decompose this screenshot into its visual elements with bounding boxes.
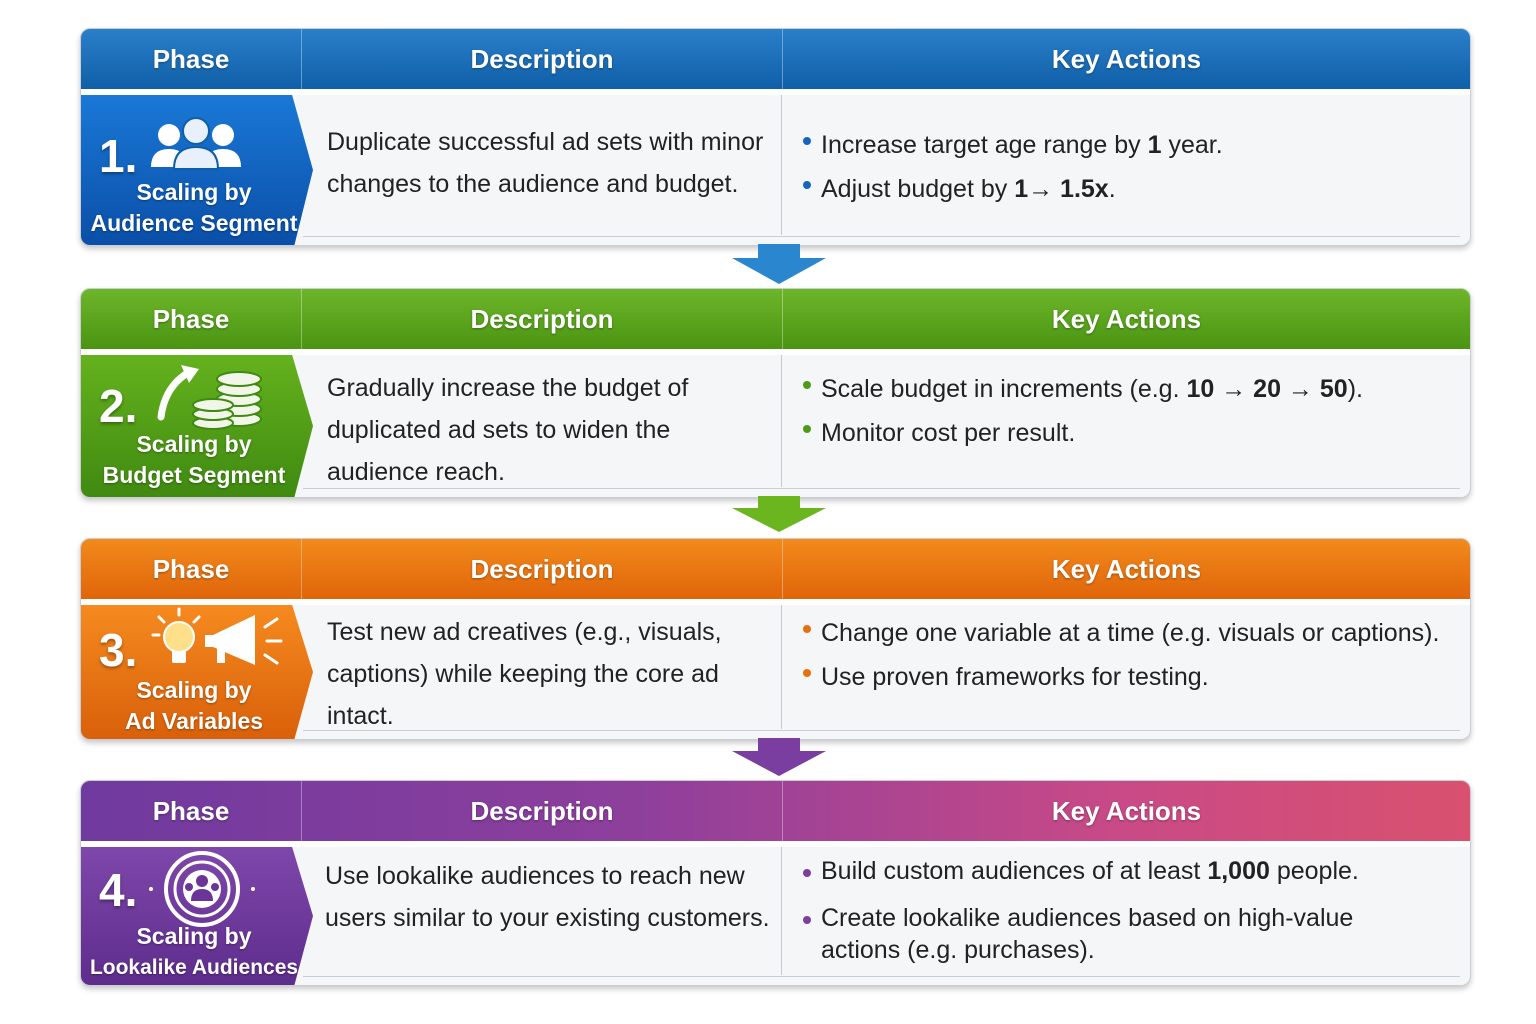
table-header: Phase Description Key Actions [81,29,1470,89]
coins-growth-icon [157,365,262,430]
row-bottom-line [303,488,1460,489]
down-arrow-icon [732,496,826,532]
phase-title: Scaling by Budget Segment [81,429,307,491]
phase-card-4: Phase Description Key Actions 4. Scaling… [80,780,1471,986]
row-bottom-line [303,236,1460,237]
action-item: Increase target age range by 1 year. [803,123,1443,167]
phase-number: 4. [99,864,138,916]
action-item: Adjust budget by 1→ 1.5x. [803,167,1443,211]
header-key-actions: Key Actions [1051,303,1202,334]
phase-number: 3. [99,624,138,676]
table-header: Phase Description Key Actions [81,539,1470,599]
header-key-actions: Key Actions [1051,43,1202,74]
action-item: Monitor cost per result. [803,411,1443,455]
header-key-actions: Key Actions [1051,795,1202,826]
phase-title: Scaling by Lookalike Audiences [81,921,307,983]
column-divider [781,95,782,235]
action-item: Change one variable at a time (e.g. visu… [803,611,1443,655]
key-actions-list: Change one variable at a time (e.g. visu… [803,611,1443,699]
phase-label-4: 4. Scaling by Lookalike Audiences [81,847,313,985]
action-item: Scale budget in increments (e.g. 10 → 20… [803,367,1443,411]
action-item: Use proven frameworks for testing. [803,655,1443,699]
header-description: Description [302,539,783,599]
down-arrow-icon [732,244,826,284]
key-actions-list: Build custom audiences of at least 1,000… [803,855,1443,966]
header-divider [81,89,1470,95]
column-divider [781,847,782,975]
title-line-1: Scaling by [136,677,252,703]
phase-number: 2. [99,380,138,432]
phase-description: Duplicate successful ad sets with minor … [327,128,764,198]
title-line-2: Ad Variables [124,708,264,734]
header-key-actions: Key Actions [1051,553,1202,584]
title-line-1: Scaling by [136,179,252,205]
header-phase: Phase [81,539,302,599]
phase-label-3: 3. Scaling by Ad Variables [81,605,313,739]
phase-title: Scaling by Ad Variables [81,675,307,737]
header-phase: Phase [81,29,302,89]
action-item: Build custom audiences of at least 1,000… [803,855,1443,887]
people-group-icon [151,117,241,170]
down-arrow-icon [732,738,826,776]
column-divider [781,355,782,487]
row-bottom-line [303,976,1460,977]
phase-card-3: Phase Description Key Actions 3. [80,538,1471,740]
header-description: Description [302,781,783,841]
header-description: Description [302,29,783,89]
header-phase: Phase [81,781,302,841]
row-bottom-line [303,730,1460,731]
header-divider [81,349,1470,355]
table-header: Phase Description Key Actions [81,781,1470,841]
lightbulb-megaphone-icon [151,607,283,665]
title-line-1: Scaling by [136,431,252,457]
title-line-2: Audience Segment [90,210,298,236]
column-divider [781,605,782,729]
phase-description: Gradually increase the budget of duplica… [327,374,689,486]
header-divider [81,599,1470,605]
table-header: Phase Description Key Actions [81,289,1470,349]
title-line-1: Scaling by [136,923,252,949]
phase-card-2: Phase Description Key Actions 2. Scaling… [80,288,1471,498]
key-actions-list: Increase target age range by 1 year. Adj… [803,123,1443,211]
phase-number: 1. [99,130,138,182]
key-actions-list: Scale budget in increments (e.g. 10 → 20… [803,367,1443,455]
phase-card-1: Phase Description Key Actions 1. Scaling… [80,28,1471,246]
title-line-2: Budget Segment [102,462,286,488]
header-phase: Phase [81,289,302,349]
lookalike-audience-icon [149,851,255,927]
phase-title: Scaling by Audience Segment [81,177,307,239]
header-description: Description [302,289,783,349]
title-line-2: Lookalike Audiences [89,956,299,979]
phase-description: Use lookalike audiences to reach new use… [325,862,770,932]
phase-description: Test new ad creatives (e.g., visuals, ca… [327,618,722,730]
action-item: Create lookalike audiences based on high… [803,902,1381,966]
header-divider [81,841,1470,847]
phase-label-1: 1. Scaling by Audience Segment [81,95,313,245]
phase-label-2: 2. Scaling by Budget Segment [81,355,313,497]
